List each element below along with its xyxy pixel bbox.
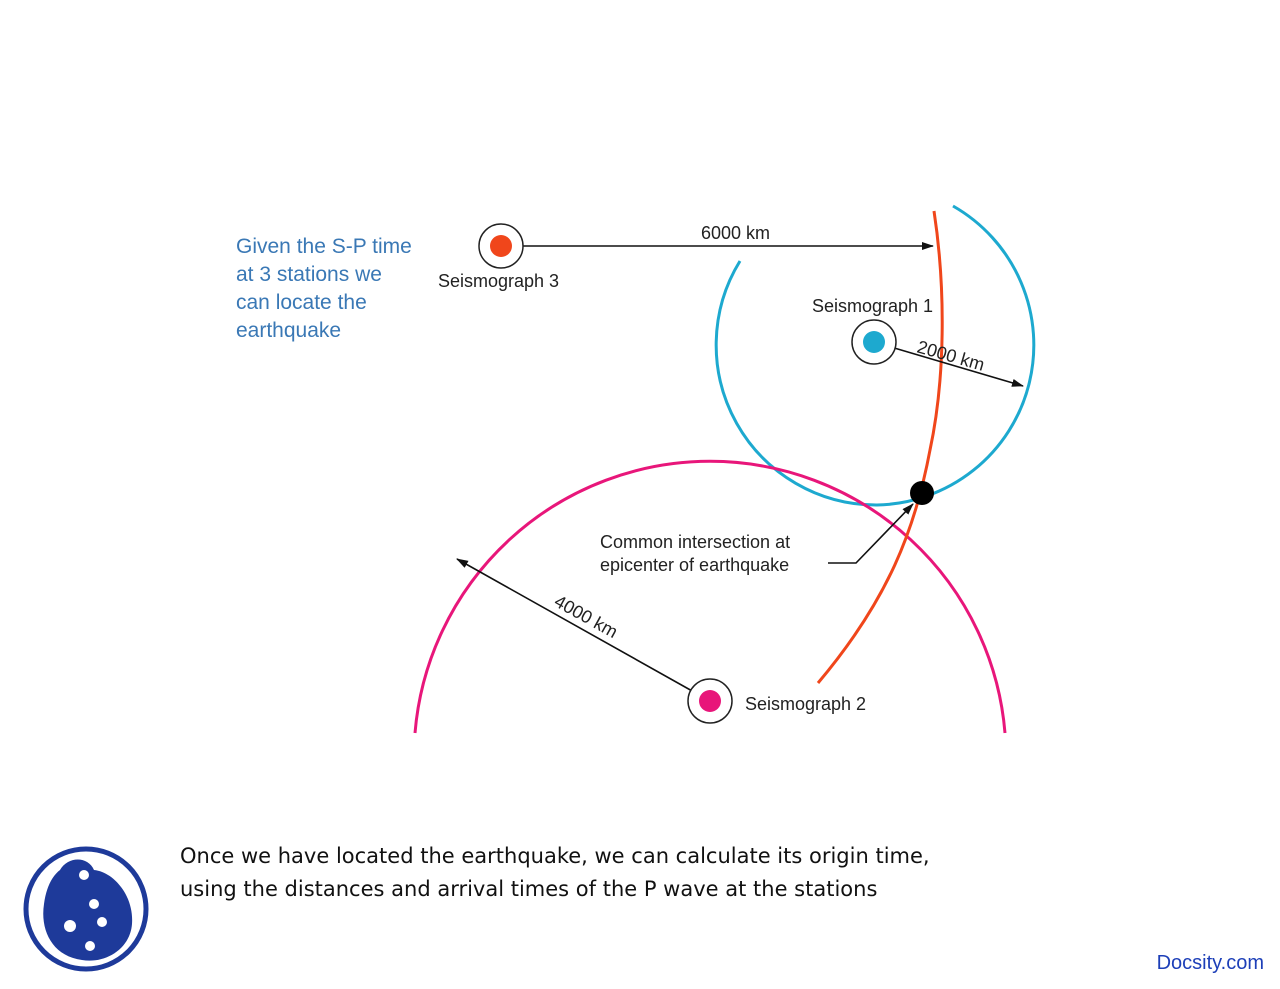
station1-label: Seismograph 1 xyxy=(812,296,933,316)
station3-arc xyxy=(816,210,944,684)
station2-label: Seismograph 2 xyxy=(745,694,866,714)
distance-label-2000: 2000 km xyxy=(915,337,987,375)
intro-line: earthquake xyxy=(236,319,342,342)
station3-label: Seismograph 3 xyxy=(438,271,559,291)
caption: Once we have located the earthquake, we … xyxy=(180,840,1080,906)
epicenter-point xyxy=(910,481,934,505)
intro-line: Given the S-P time xyxy=(236,235,412,258)
intro-line: can locate the xyxy=(236,291,367,314)
station1-marker xyxy=(851,319,897,365)
station2-marker xyxy=(687,678,733,724)
distance-label-6000: 6000 km xyxy=(701,223,770,243)
distance-arrow-2000 xyxy=(873,341,1024,387)
docsity-logo-icon xyxy=(23,846,149,972)
intro-line: at 3 stations we xyxy=(236,263,382,286)
brand-link[interactable]: Docsity.com xyxy=(1156,952,1264,974)
epicenter-label-line: epicenter of earthquake xyxy=(600,555,789,575)
station2-circle xyxy=(413,459,1007,734)
caption-line: Once we have located the earthquake, we … xyxy=(180,844,930,868)
station3-marker xyxy=(478,223,524,269)
caption-line: using the distances and arrival times of… xyxy=(180,877,878,901)
distance-arrow-4000 xyxy=(456,558,711,702)
epicenter-pointer xyxy=(828,503,914,564)
intro-text: Given the S-P time at 3 stations we can … xyxy=(236,233,446,345)
station1-circle xyxy=(714,204,1036,507)
epicenter-label-line: Common intersection at xyxy=(600,532,790,552)
distance-label-4000: 4000 km xyxy=(551,591,621,642)
